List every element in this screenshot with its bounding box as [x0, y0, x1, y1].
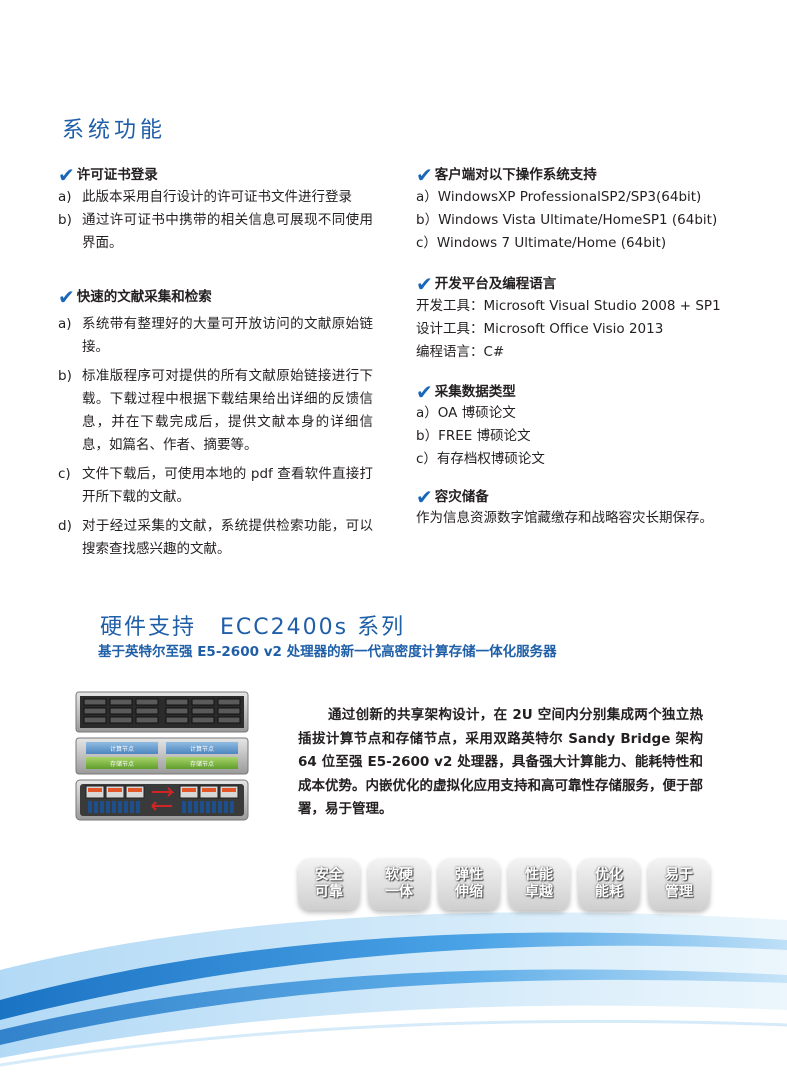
server-illustration: 计算节点 计算节点 存储节点 存储节点	[72, 688, 252, 824]
check-icon: ✔	[58, 163, 75, 187]
heading-os-support: ✔ 客户端对以下操作系统支持	[416, 163, 597, 187]
hardware-description: 通过创新的共享架构设计，在 2U 空间内分别集成两个独立热插拔计算节点和存储节点…	[298, 707, 703, 817]
list-item: a)系统带有整理好的大量可开放访问的文献原始链接。	[58, 316, 373, 355]
list-item: d)对于经过采集的文献，系统提供检索功能，可以搜索查找感兴趣的文献。	[58, 518, 373, 557]
badge-security: 安全可靠	[298, 858, 360, 910]
hardware-subtitle: 基于英特尔至强 E5-2600 v2 处理器的新一代高密度计算存储一体化服务器	[98, 644, 557, 660]
storage-node-label: 存储节点	[110, 760, 134, 768]
check-icon: ✔	[416, 380, 433, 404]
badge-performance: 性能卓越	[508, 858, 570, 910]
storage-node-label: 存储节点	[190, 760, 214, 768]
compute-node-label: 计算节点	[110, 745, 134, 753]
list-item: a)此版本采用自行设计的许可证书文件进行登录	[58, 189, 352, 205]
badge-management: 易于管理	[648, 858, 710, 910]
badge-elastic: 弹性伸缩	[438, 858, 500, 910]
wave-decoration	[0, 880, 787, 1076]
check-icon: ✔	[416, 272, 433, 296]
list-item: c)文件下载后，可使用本地的 pdf 查看软件直接打开所下载的文献。	[58, 466, 373, 505]
heading-license: ✔ 许可证书登录	[58, 163, 158, 187]
left-column: ✔ 许可证书登录 a)此版本采用自行设计的许可证书文件进行登录 b)通过许可证书…	[58, 163, 373, 561]
heading-collection: ✔ 快速的文献采集和检索	[58, 285, 212, 309]
compute-node-label: 计算节点	[190, 745, 214, 753]
section-title-system: 系统功能	[62, 118, 167, 143]
badge-energy: 优化能耗	[578, 858, 640, 910]
heading-data-types: ✔ 采集数据类型	[416, 380, 516, 404]
list-item: b)标准版程序可对提供的所有文献原始链接进行下载。下载过程中根据下载结果给出详细…	[58, 368, 373, 453]
heading-dev-platform: ✔ 开发平台及编程语言	[416, 272, 557, 296]
check-icon: ✔	[416, 163, 433, 187]
wave-background	[0, 912, 787, 1076]
right-column: ✔ 客户端对以下操作系统支持 a）WindowsXP ProfessionalS…	[416, 163, 756, 530]
list-item: b)通过许可证书中携带的相关信息可展现不同使用界面。	[58, 212, 373, 251]
section-title-hardware: 硬件支持 ECC2400s 系列	[100, 615, 406, 640]
check-icon: ✔	[416, 485, 433, 509]
heading-disaster-recovery: ✔ 容灾储备	[416, 485, 489, 509]
server-image: 计算节点 计算节点 存储节点 存储节点	[75, 691, 249, 821]
check-icon: ✔	[58, 285, 75, 309]
badge-integrated: 软硬一体	[368, 858, 430, 910]
